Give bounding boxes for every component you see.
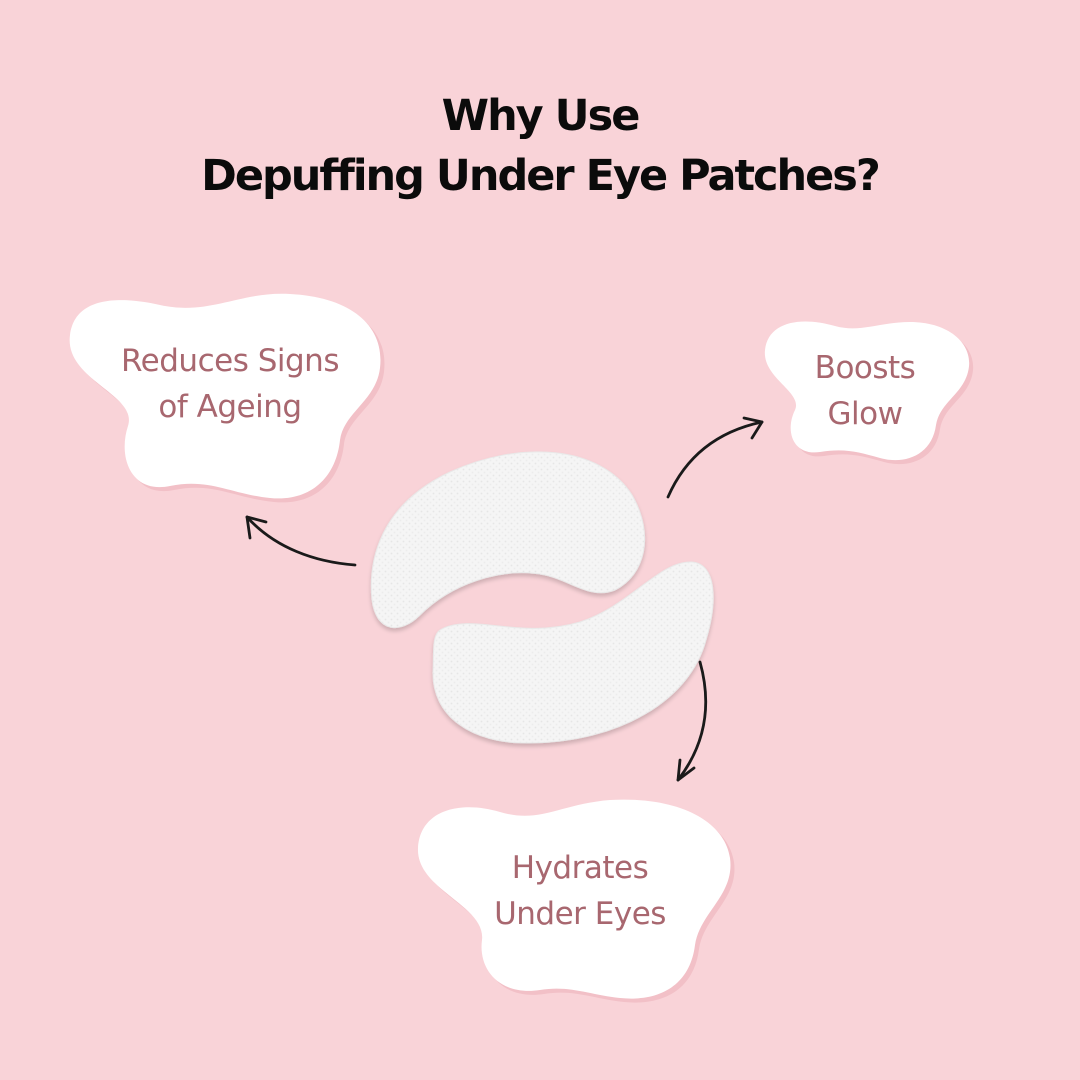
benefit-blob-hydrate <box>417 799 735 1003</box>
curved-arrow-icon <box>245 416 764 782</box>
benefit-hydrate-line-2: Under Eyes <box>494 896 666 932</box>
page-title: Why Use Depuffing Under Eye Patches? <box>0 88 1080 208</box>
benefit-blob-ageing <box>69 293 385 503</box>
benefit-glow: Boosts Glow <box>780 345 950 437</box>
title-line-1: Why Use <box>441 91 641 141</box>
benefit-ageing: Reduces Signs of Ageing <box>90 338 370 430</box>
benefit-blob-glow <box>764 321 974 465</box>
benefit-glow-line-1: Boosts <box>814 350 916 386</box>
eye-patch-image <box>370 451 714 744</box>
title-line-2: Depuffing Under Eye Patches? <box>201 151 881 201</box>
benefit-glow-line-2: Glow <box>827 396 903 432</box>
benefit-hydrate-line-1: Hydrates <box>511 850 649 886</box>
benefit-ageing-line-2: of Ageing <box>158 389 302 425</box>
benefit-ageing-line-1: Reduces Signs <box>121 343 339 379</box>
benefit-hydrate: Hydrates Under Eyes <box>460 845 700 937</box>
